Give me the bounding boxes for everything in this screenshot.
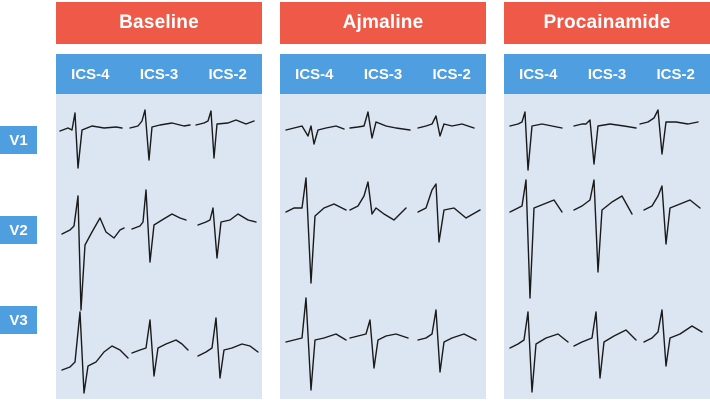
panel-body: ICS-4 ICS-3 ICS-2 [56, 54, 262, 399]
column-label: ICS-3 [363, 65, 403, 83]
column-header-row: ICS-4 ICS-3 ICS-2 [280, 54, 486, 94]
panel-baseline: Baseline ICS-4 ICS-3 ICS-2 [56, 0, 262, 403]
column-label: ICS-4 [295, 65, 334, 83]
column-label: ICS-2 [432, 65, 471, 83]
lead-label-v3: V3 [0, 306, 37, 334]
panel-procainamide: Procainamide ICS-4 ICS-3 ICS-2 [504, 0, 710, 403]
column-label: ICS-4 [71, 65, 110, 83]
panel-title: Procainamide [504, 2, 710, 44]
column-label: ICS-3 [139, 65, 179, 83]
lead-label-v2: V2 [0, 216, 37, 244]
column-label: ICS-2 [656, 65, 695, 83]
panel-title: Ajmaline [280, 2, 486, 44]
panel-title: Baseline [56, 2, 262, 44]
panel-body: ICS-4 ICS-3 ICS-2 [504, 54, 710, 399]
column-header-row: ICS-4 ICS-3 ICS-2 [56, 54, 262, 94]
panel-ajmaline: Ajmaline ICS-4 ICS-3 ICS-2 [280, 0, 486, 403]
column-label: ICS-3 [587, 65, 627, 83]
column-label: ICS-4 [519, 65, 558, 83]
column-label: ICS-2 [208, 65, 247, 83]
column-header-row: ICS-4 ICS-3 ICS-2 [504, 54, 710, 94]
panel-body: ICS-4 ICS-3 ICS-2 [280, 54, 486, 399]
lead-label-v1: V1 [0, 126, 37, 154]
